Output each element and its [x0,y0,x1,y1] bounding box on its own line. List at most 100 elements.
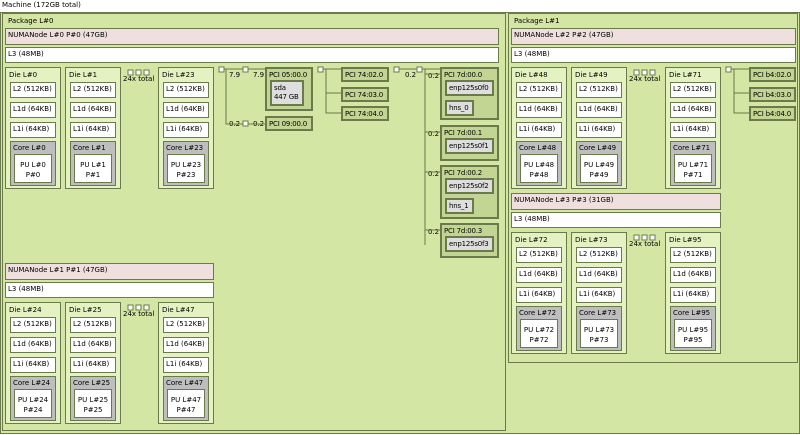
more-dies-icon [127,69,134,76]
bridge-icon [242,66,249,73]
os-device-name: sda [274,84,286,92]
more-dies-icon [143,304,150,311]
network-interface[interactable]: enp125s0f1 [445,138,494,154]
network-interface[interactable]: hns_0 [445,100,474,116]
more-dies-icon [633,234,640,241]
l1i-cache: L1i (64KB) [576,122,622,138]
pci-device[interactable]: PCI 74:04.0 [341,106,389,121]
pci-link-line [225,69,243,125]
die-label: Die L#0 [9,71,38,79]
pci-link-line [325,69,341,114]
pu-label: PU L#48 [523,161,555,169]
link-speed: 7.9 [253,71,265,79]
pci-device[interactable]: PCI 74:02.0 [341,67,389,82]
die-label: Die L#49 [575,71,608,79]
pu-physical-index: P#24 [23,406,43,414]
pci-device[interactable]: PCI b4:03.0 [749,86,796,102]
pu-physical-index: P#95 [683,336,703,344]
die-label: Die L#23 [162,71,195,79]
l1i-cache: L1i (64KB) [576,287,622,303]
dies-total-label: 24x total [629,240,661,248]
l2-cache: L2 (512KB) [163,317,209,333]
more-dies-icon [641,69,648,76]
network-interface[interactable]: enp125s0f0 [445,80,494,96]
pu-physical-index: P#73 [589,336,609,344]
link-speed: 0.2 [428,130,440,138]
network-interface[interactable]: hns_1 [445,198,474,214]
l1i-cache: L1i (64KB) [70,357,116,373]
pci-device[interactable]: PCI b4:04.0 [749,106,796,121]
pu-label: PU L#1 [80,161,106,169]
l2-cache: L2 (512KB) [10,82,56,98]
pu-physical-index: P#49 [589,171,609,179]
l2-cache: L2 (512KB) [10,317,56,333]
l2-cache: L2 (512KB) [516,82,562,98]
more-dies-icon [633,69,640,76]
l1d-cache: L1d (64KB) [576,102,622,118]
more-dies-icon [135,69,142,76]
die-label: Die L#48 [515,71,548,79]
more-dies-icon [649,234,656,241]
numa-node: NUMANode L#0 P#0 (47GB) [5,28,499,45]
l1d-cache: L1d (64KB) [516,102,562,118]
l1i-cache: L1i (64KB) [10,357,56,373]
pu-physical-index: P#48 [529,171,549,179]
pu-physical-index: P#1 [85,171,101,179]
die-label: Die L#72 [515,236,548,244]
more-dies-icon [135,304,142,311]
dies-total-label: 24x total [123,75,155,83]
die-label: Die L#24 [9,306,42,314]
l3-cache: L3 (48MB) [511,212,721,228]
l1i-cache: L1i (64KB) [516,287,562,303]
die-label: Die L#71 [669,71,702,79]
l1i-cache: L1i (64KB) [10,122,56,138]
link-speed: 0.2 [405,71,417,79]
pu-label: PU L#49 [583,161,615,169]
link-speed: 7.9 [229,71,241,79]
more-dies-icon [127,304,134,311]
link-speed: 0.2 [428,72,440,80]
pu-label: PU L#47 [170,396,202,404]
pu-physical-index: P#72 [529,336,549,344]
l1i-cache: L1i (64KB) [163,122,209,138]
more-dies-icon [143,69,150,76]
l1d-cache: L1d (64KB) [70,337,116,353]
bridge-icon [218,66,225,73]
network-interface[interactable]: enp125s0f3 [445,236,494,252]
pci-link-line [733,69,749,114]
bridge-icon [416,66,423,73]
l1i-cache: L1i (64KB) [670,287,716,303]
l1d-cache: L1d (64KB) [163,102,209,118]
l3-cache: L3 (48MB) [511,47,796,63]
dies-total-label: 24x total [123,310,155,318]
pu-label: PU L#25 [77,396,109,404]
bridge-icon [725,66,732,73]
os-device-size: 447 GB [274,93,299,101]
die-label: Die L#95 [669,236,702,244]
pci-device[interactable]: PCI b4:02.0 [749,67,796,82]
numa-node: NUMANode L#3 P#3 (31GB) [511,193,721,210]
package-label: Package L#1 [514,17,560,25]
machine-label: Machine (172GB total) [2,1,81,9]
pci-device[interactable]: PCI 74:03.0 [341,86,389,102]
pu-label: PU L#71 [677,161,709,169]
pu-label: PU L#73 [583,326,615,334]
network-interface[interactable]: enp125s0f2 [445,178,494,194]
numa-node: NUMANode L#2 P#2 (47GB) [511,28,796,45]
pu-label: PU L#0 [20,161,46,169]
l1d-cache: L1d (64KB) [163,337,209,353]
pu-physical-index: P#23 [176,171,196,179]
l2-cache: L2 (512KB) [516,247,562,263]
l1i-cache: L1i (64KB) [516,122,562,138]
l1i-cache: L1i (64KB) [70,122,116,138]
l2-cache: L2 (512KB) [70,82,116,98]
l2-cache: L2 (512KB) [576,247,622,263]
l3-cache: L3 (48MB) [5,47,499,63]
